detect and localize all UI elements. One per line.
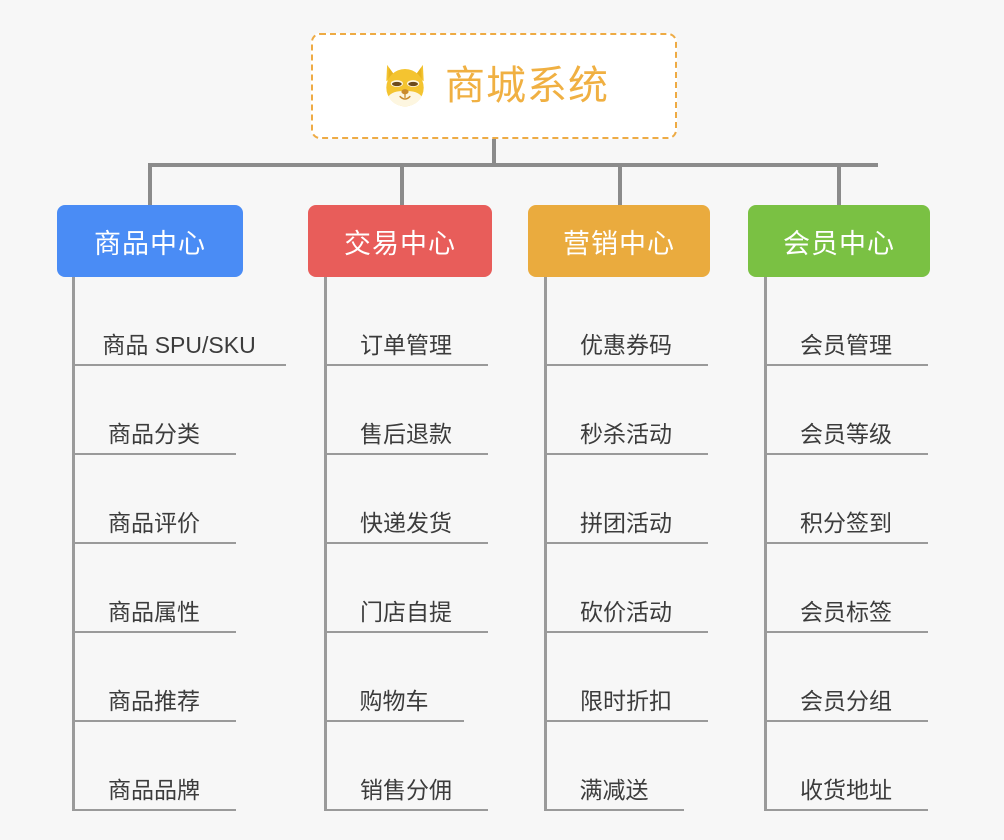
- leaf-label: 快递发货: [324, 510, 488, 544]
- leaf-item[interactable]: 商品 SPU/SKU: [72, 277, 286, 366]
- leaf-label: 限时折扣: [544, 688, 708, 722]
- shiba-dog-emoji: [386, 64, 424, 107]
- leaf-label: 门店自提: [324, 599, 488, 633]
- leaf-label: 收货地址: [764, 777, 928, 811]
- leaf-item[interactable]: 商品评价: [72, 455, 236, 544]
- leaf-item[interactable]: 会员管理: [764, 277, 928, 366]
- category-box-product[interactable]: 商品中心: [57, 205, 243, 277]
- leaf-label: 满减送: [544, 777, 684, 811]
- leaf-label: 商品分类: [72, 421, 236, 455]
- leaf-item[interactable]: 限时折扣: [544, 633, 708, 722]
- leaf-item[interactable]: 积分签到: [764, 455, 928, 544]
- connector-drop-2: [400, 163, 404, 205]
- connector-root-stem: [492, 139, 496, 165]
- leaf-item[interactable]: 商品品牌: [72, 722, 236, 811]
- leaf-item[interactable]: 快递发货: [324, 455, 488, 544]
- leaf-label: 积分签到: [764, 510, 928, 544]
- connector-drop-4: [837, 163, 841, 205]
- leaf-item[interactable]: 优惠券码: [544, 277, 708, 366]
- leaf-item[interactable]: 会员标签: [764, 544, 928, 633]
- root-node[interactable]: 商城系统: [311, 33, 677, 139]
- leaf-label: 购物车: [324, 688, 464, 722]
- leaf-label: 拼团活动: [544, 510, 708, 544]
- leaf-label: 商品品牌: [72, 777, 236, 811]
- leaf-label: 商品 SPU/SKU: [72, 332, 286, 366]
- leaf-label: 秒杀活动: [544, 421, 708, 455]
- leaf-trunk: [324, 277, 327, 811]
- leaf-trunk: [544, 277, 547, 811]
- connector-drop-1: [148, 163, 152, 205]
- leaf-label: 商品评价: [72, 510, 236, 544]
- root-title: 商城系统: [445, 64, 609, 108]
- leaf-item[interactable]: 拼团活动: [544, 455, 708, 544]
- leaf-label: 销售分佣: [324, 777, 488, 811]
- category-box-trade[interactable]: 交易中心: [308, 205, 492, 277]
- leaf-item[interactable]: 销售分佣: [324, 722, 488, 811]
- leaf-label: 会员等级: [764, 421, 928, 455]
- leaf-label: 售后退款: [324, 421, 488, 455]
- leaf-label: 商品属性: [72, 599, 236, 633]
- leaf-item[interactable]: 门店自提: [324, 544, 488, 633]
- category-box-marketing[interactable]: 营销中心: [528, 205, 710, 277]
- leaf-label: 会员管理: [764, 332, 928, 366]
- leaf-label: 优惠券码: [544, 332, 708, 366]
- leaf-item[interactable]: 秒杀活动: [544, 366, 708, 455]
- leaf-item[interactable]: 会员分组: [764, 633, 928, 722]
- leaf-item[interactable]: 收货地址: [764, 722, 928, 811]
- leaf-item[interactable]: 满减送: [544, 722, 684, 811]
- leaf-item[interactable]: 购物车: [324, 633, 464, 722]
- connector-drop-3: [618, 163, 622, 205]
- leaf-label: 会员标签: [764, 599, 928, 633]
- connector-bus: [148, 163, 878, 167]
- leaf-item[interactable]: 砍价活动: [544, 544, 708, 633]
- leaf-label: 砍价活动: [544, 599, 708, 633]
- leaf-trunk: [72, 277, 75, 811]
- leaf-item[interactable]: 商品推荐: [72, 633, 236, 722]
- leaf-item[interactable]: 会员等级: [764, 366, 928, 455]
- leaf-label: 订单管理: [324, 332, 488, 366]
- leaf-item[interactable]: 售后退款: [324, 366, 488, 455]
- leaf-label: 会员分组: [764, 688, 928, 722]
- leaf-item[interactable]: 商品属性: [72, 544, 236, 633]
- leaf-item[interactable]: 订单管理: [324, 277, 488, 366]
- leaf-label: 商品推荐: [72, 688, 236, 722]
- leaf-trunk: [764, 277, 767, 811]
- category-box-member[interactable]: 会员中心: [748, 205, 930, 277]
- leaf-item[interactable]: 商品分类: [72, 366, 236, 455]
